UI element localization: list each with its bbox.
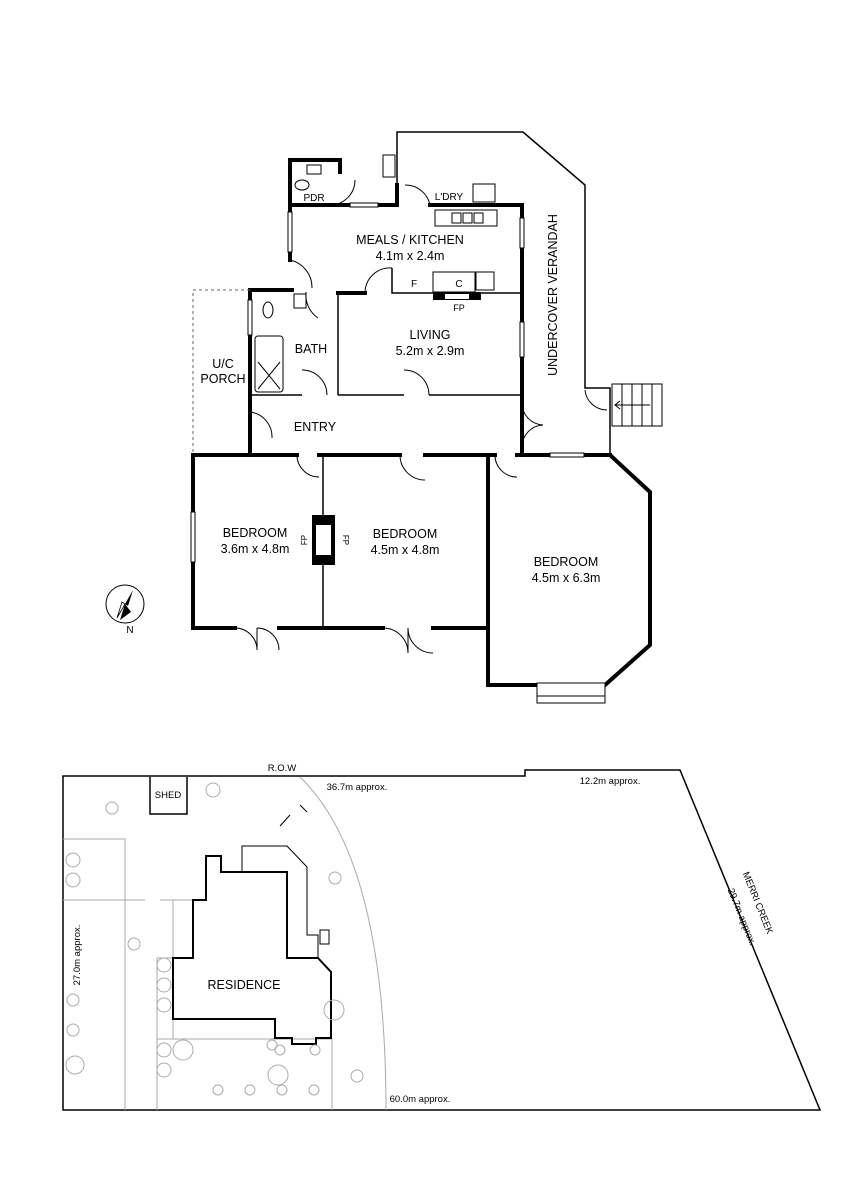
porch-outline (192, 289, 250, 455)
cooktop-label: C (455, 279, 462, 290)
verandah-outline (396, 131, 611, 456)
stove-icon (475, 271, 495, 291)
stairs (611, 383, 663, 427)
room-dims-living: 5.2m x 2.9m (396, 344, 465, 358)
window (349, 202, 379, 208)
dimension-bottom: 60.0m approx. (390, 1094, 451, 1105)
meter-box (382, 154, 396, 178)
room-label-entry: ENTRY (294, 420, 337, 434)
north-compass-icon: N (105, 584, 145, 636)
dimension-left: 27.0m approx. (72, 925, 83, 986)
floor-plan: F C FP (105, 131, 663, 704)
laundry-trough-icon (472, 183, 496, 203)
row-label: R.O.W (268, 763, 297, 774)
bathtub-icon (254, 335, 284, 393)
residence-label: RESIDENCE (208, 978, 281, 992)
toilet-icon (294, 179, 310, 191)
room-dims-kitchen: 4.1m x 2.4m (376, 249, 445, 263)
room-label-laundry: L'DRY (435, 192, 464, 203)
cooktop (432, 271, 476, 293)
site-plan: SHED RESIDENCE R.O.W 36.7m approx. 12.2m… (62, 763, 822, 1111)
room-label-kitchen: MEALS / KITCHEN (356, 233, 464, 247)
room-label-porch-2: PORCH (200, 372, 245, 386)
fireplace-label: FP (341, 535, 350, 545)
room-label-bedroom-3: BEDROOM (534, 555, 599, 569)
fireplace-label: FP (300, 535, 309, 545)
site-boundary (62, 769, 822, 1111)
compass-north-label: N (126, 625, 133, 636)
fridge-label: F (411, 279, 417, 290)
door-swing (329, 179, 356, 206)
residence-outline (172, 855, 332, 1045)
fireplace-label: FP (453, 303, 465, 313)
room-label-porch: U/C (212, 357, 234, 371)
shed-label: SHED (155, 790, 182, 801)
room-label-pdr: PDR (303, 193, 324, 204)
room-dims-bedroom-3: 4.5m x 6.3m (532, 571, 601, 585)
room-dims-bedroom-2: 4.5m x 4.8m (371, 543, 440, 557)
driveway-curve (299, 776, 387, 1111)
room-dims-bedroom-1: 3.6m x 4.8m (221, 542, 290, 556)
dimension-top-right: 12.2m approx. (580, 776, 641, 787)
sink-icon (434, 209, 498, 227)
dimension-top-left: 36.7m approx. (327, 782, 388, 793)
trees (65, 782, 364, 1096)
shed (149, 777, 188, 815)
room-label-living: LIVING (410, 328, 451, 342)
room-label-verandah: UNDERCOVER VERANDAH (546, 214, 560, 376)
room-label-bath: BATH (295, 342, 327, 356)
room-label-bedroom-2: BEDROOM (373, 527, 438, 541)
room-label-bedroom-1: BEDROOM (223, 526, 288, 540)
